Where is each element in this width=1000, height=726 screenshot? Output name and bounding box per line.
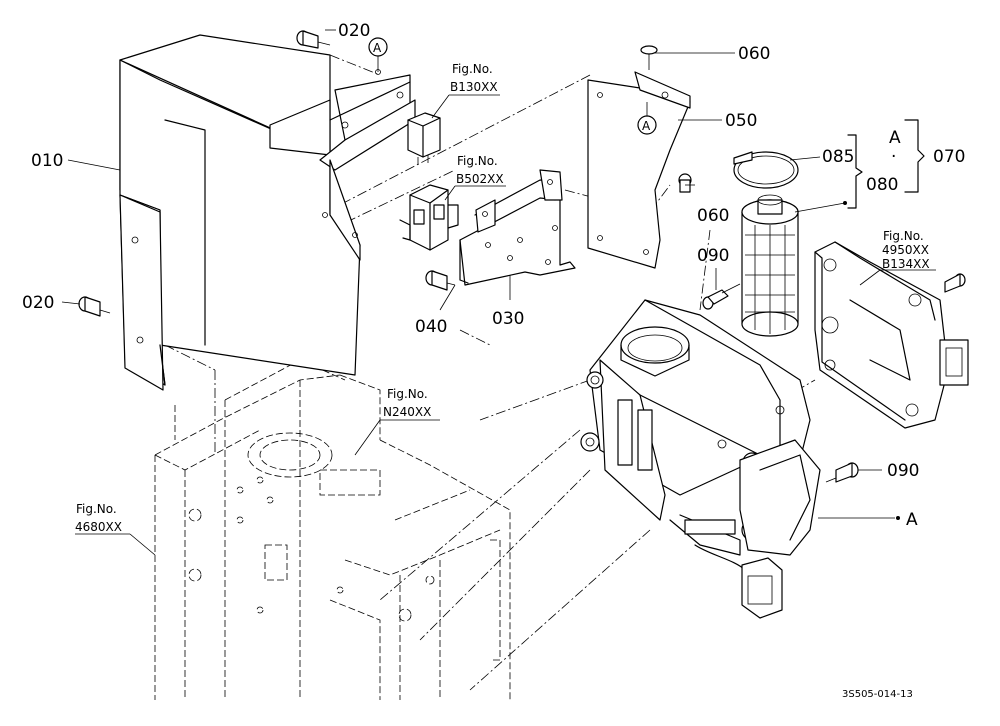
callout-020-top: 020 <box>338 21 370 41</box>
callout-070: 070 <box>933 147 965 167</box>
fig-ref-4680-line1: Fig.No. <box>76 502 117 516</box>
figure-ref-leaders <box>75 94 936 556</box>
bracket-030 <box>459 169 576 286</box>
group-a-label: A <box>889 128 901 148</box>
callout-090-top: 090 <box>697 246 729 266</box>
callout-060-mid: 060 <box>697 206 729 226</box>
bolt-090-top <box>702 283 741 310</box>
callout-040: 040 <box>415 317 447 337</box>
callout-010: 010 <box>31 151 63 171</box>
bolt-020-left <box>78 296 111 317</box>
plate-050 <box>587 71 691 269</box>
callout-085: 085 <box>822 147 854 167</box>
fig-ref-n240-line1: Fig.No. <box>387 387 428 401</box>
callout-090-right: 090 <box>887 461 919 481</box>
fig-ref-4950-line1: Fig.No. <box>883 229 924 243</box>
group-brace-070 <box>847 119 925 209</box>
circled-a-letter-2: A <box>642 119 651 133</box>
drawing-code: 3S505-014-13 <box>842 689 913 700</box>
callout-a-ref: A <box>906 510 918 530</box>
circled-a-letter: A <box>373 41 382 55</box>
fig-ref-n240-line2: N240XX <box>383 405 431 419</box>
callout-leaders <box>61 29 900 520</box>
bolt-4950-right <box>944 273 966 293</box>
fig-ref-4680-line2: 4680XX <box>75 520 122 534</box>
fig-ref-b130-line2: B130XX <box>450 80 498 94</box>
callout-060-top: 060 <box>738 44 770 64</box>
fig-ref-b502-line2: B502XX <box>456 172 504 186</box>
bolt-090-right <box>825 462 859 483</box>
fig-ref-4950-line2: 4950XX <box>882 243 929 257</box>
circled-a-marker <box>368 37 657 135</box>
callout-030: 030 <box>492 309 524 329</box>
fig-ref-b130-line1: Fig.No. <box>452 62 493 76</box>
cover-panel-010 <box>119 34 416 391</box>
callout-050: 050 <box>725 111 757 131</box>
frame-chassis <box>154 359 511 700</box>
filter-housing <box>580 299 821 619</box>
seal-ring-085 <box>733 151 799 189</box>
bolt-040 <box>425 270 456 291</box>
relay-part <box>407 112 441 165</box>
controller-module-4950 <box>814 241 969 429</box>
fig-ref-4950-line3: B134XX <box>882 257 930 271</box>
callout-080: 080 <box>866 175 898 195</box>
relay-socket-part <box>399 184 459 251</box>
screw-060-top <box>640 45 658 70</box>
filter-element-080 <box>741 194 799 337</box>
screw-060-mid <box>678 173 692 193</box>
bolt-020-top <box>296 30 331 49</box>
group-a-dot: · <box>891 147 896 167</box>
callout-020-left: 020 <box>22 293 54 313</box>
fig-ref-b502-line1: Fig.No. <box>457 154 498 168</box>
